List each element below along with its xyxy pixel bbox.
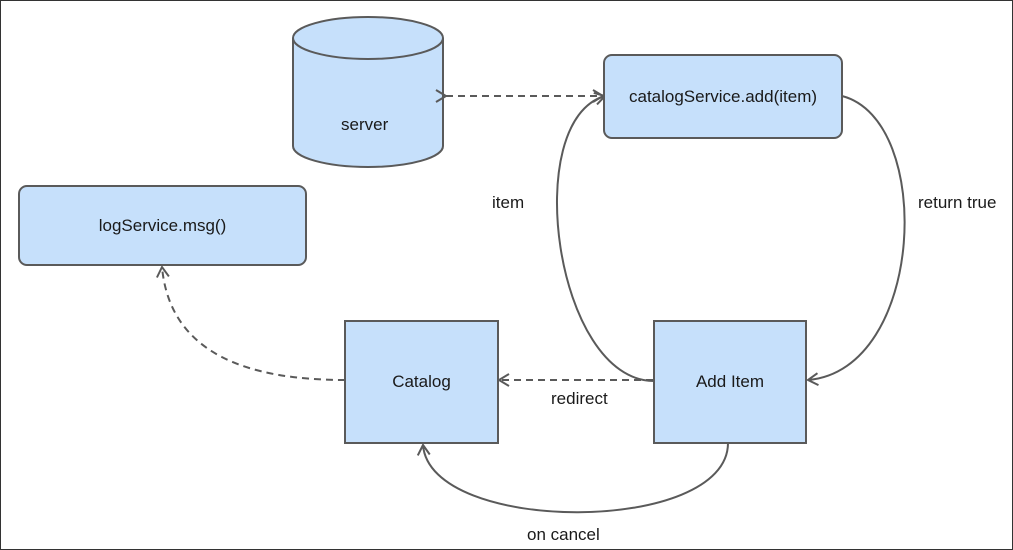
return-true-label: return true (918, 193, 997, 212)
catalog-node: Catalog (344, 320, 499, 444)
item-arrow (556, 92, 655, 382)
on-cancel-arrow (416, 442, 729, 514)
log-service-node: logService.msg() (18, 185, 307, 266)
catalog-service-node: catalogService.add(item) (603, 54, 843, 139)
redirect-label: redirect (551, 389, 608, 408)
server-label: server (341, 115, 389, 134)
add-item-node: Add Item (653, 320, 807, 444)
server-cylinder (292, 16, 444, 168)
return-true-arrow (806, 95, 906, 387)
on-cancel-label: on cancel (527, 525, 600, 544)
catalog-log-arrow (156, 265, 346, 381)
item-label: item (492, 193, 525, 212)
